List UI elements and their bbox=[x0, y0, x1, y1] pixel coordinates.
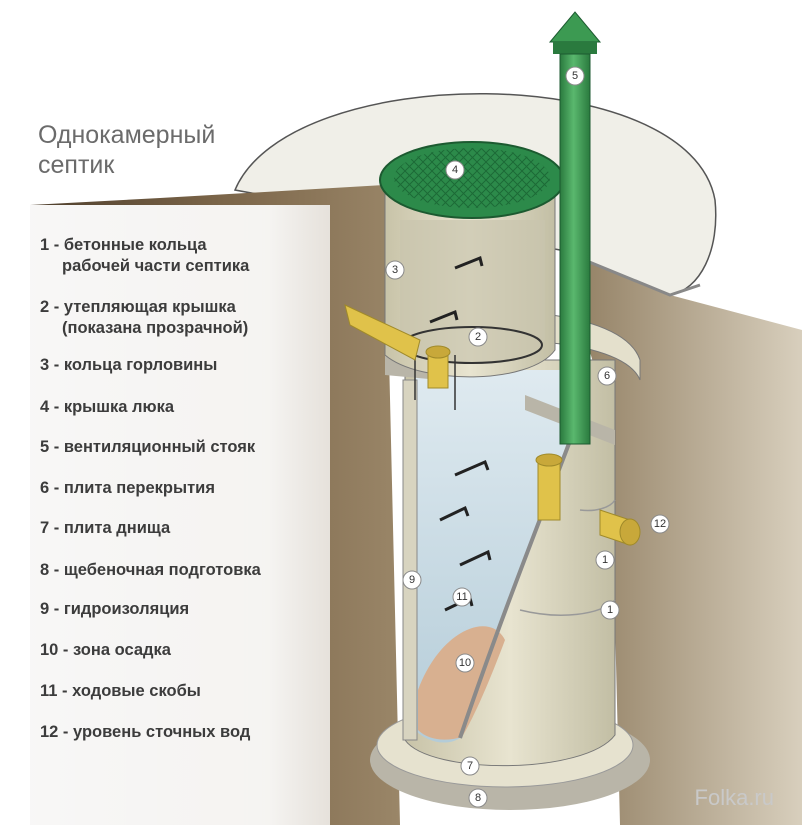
legend-item-label: 2 - утепляющая крышка bbox=[40, 298, 236, 316]
callout-number: 3 bbox=[392, 264, 398, 276]
callout-marker-5: 5 bbox=[565, 66, 585, 86]
legend-item-label-cont: (показана прозрачной) bbox=[62, 319, 249, 337]
callout-marker-8: 8 bbox=[468, 788, 488, 808]
legend-item-11: 11 - ходовые скобы bbox=[40, 681, 201, 702]
callout-marker-10: 10 bbox=[455, 653, 475, 673]
callout-number: 5 bbox=[572, 70, 578, 82]
callout-marker-1: 1 bbox=[595, 550, 615, 570]
vent-stack-cap bbox=[548, 11, 602, 43]
callout-number: 7 bbox=[467, 760, 473, 772]
callout-number: 4 bbox=[452, 164, 458, 176]
legend-item-1: 1 - бетонные кольца рабочей части септика bbox=[40, 235, 249, 277]
legend-item-6: 6 - плита перекрытия bbox=[40, 478, 215, 499]
legend-item-label: 9 - гидроизоляция bbox=[40, 600, 190, 618]
callout-number: 12 bbox=[654, 518, 666, 530]
callout-number: 1 bbox=[607, 604, 613, 616]
callout-number: 8 bbox=[475, 792, 481, 804]
legend-item-label: 12 - уровень сточных вод bbox=[40, 723, 251, 741]
legend-item-label: 8 - щебеночная подготовка bbox=[40, 561, 261, 579]
callout-number: 9 bbox=[409, 574, 415, 586]
callout-marker-9: 9 bbox=[402, 570, 422, 590]
callout-number: 10 bbox=[459, 657, 471, 669]
legend-item-9: 9 - гидроизоляция bbox=[40, 599, 189, 620]
legend-panel: 1 - бетонные кольца рабочей части септика… bbox=[30, 205, 330, 825]
legend-item-12: 12 - уровень сточных вод bbox=[40, 722, 250, 743]
legend-item-2: 2 - утепляющая крышка (показана прозрачно… bbox=[40, 297, 248, 339]
vent-stack bbox=[559, 53, 591, 445]
legend-item-4: 4 - крышка люка bbox=[40, 397, 174, 418]
legend-item-5: 5 - вентиляционный стояк bbox=[40, 437, 255, 458]
callout-marker-7: 7 bbox=[460, 756, 480, 776]
callout-marker-12: 12 bbox=[650, 514, 670, 534]
sludge-zone bbox=[418, 626, 505, 740]
legend-item-7: 7 - плита днища bbox=[40, 518, 170, 539]
callout-number: 1 bbox=[602, 554, 608, 566]
legend-item-label: 10 - зона осадка bbox=[40, 641, 171, 659]
legend-item-8: 8 - щебеночная подготовка bbox=[40, 560, 261, 581]
diagram-title: Однокамерный септик bbox=[38, 120, 215, 180]
callout-marker-3: 3 bbox=[385, 260, 405, 280]
callout-marker-6: 6 bbox=[597, 366, 617, 386]
legend-item-label: 6 - плита перекрытия bbox=[40, 479, 215, 497]
callout-marker-2: 2 bbox=[468, 327, 488, 347]
legend-item-10: 10 - зона осадка bbox=[40, 640, 171, 661]
waterproofing bbox=[402, 379, 418, 741]
legend-item-label: 3 - кольца горловины bbox=[40, 356, 218, 374]
sewage-level-pipe bbox=[619, 518, 641, 546]
legend-item-label: 5 - вентиляционный стояк bbox=[40, 438, 256, 456]
legend-item-label: 7 - плита днища bbox=[40, 519, 171, 537]
walking-steps bbox=[429, 255, 492, 612]
legend-item-label: 11 - ходовые скобы bbox=[40, 682, 201, 700]
legend-item-3: 3 - кольца горловины bbox=[40, 355, 217, 376]
callout-number: 2 bbox=[475, 331, 481, 343]
legend-item-label: 4 - крышка люка bbox=[40, 398, 175, 416]
callout-number: 11 bbox=[456, 591, 467, 603]
title-line-2: септик bbox=[38, 151, 115, 179]
callout-marker-11: 11 bbox=[452, 587, 472, 607]
legend-item-label: 1 - бетонные кольца bbox=[40, 236, 207, 254]
legend-item-label-cont: рабочей части септика bbox=[62, 257, 250, 275]
watermark: Folka.ru bbox=[694, 785, 774, 810]
outlet-pipe bbox=[537, 459, 561, 521]
inlet-pipe bbox=[344, 304, 421, 361]
callout-marker-1: 1 bbox=[600, 600, 620, 620]
callout-marker-4: 4 bbox=[445, 160, 465, 180]
callout-number: 6 bbox=[604, 370, 610, 382]
soil-right bbox=[560, 250, 802, 825]
title-line-1: Однокамерный bbox=[38, 121, 216, 149]
